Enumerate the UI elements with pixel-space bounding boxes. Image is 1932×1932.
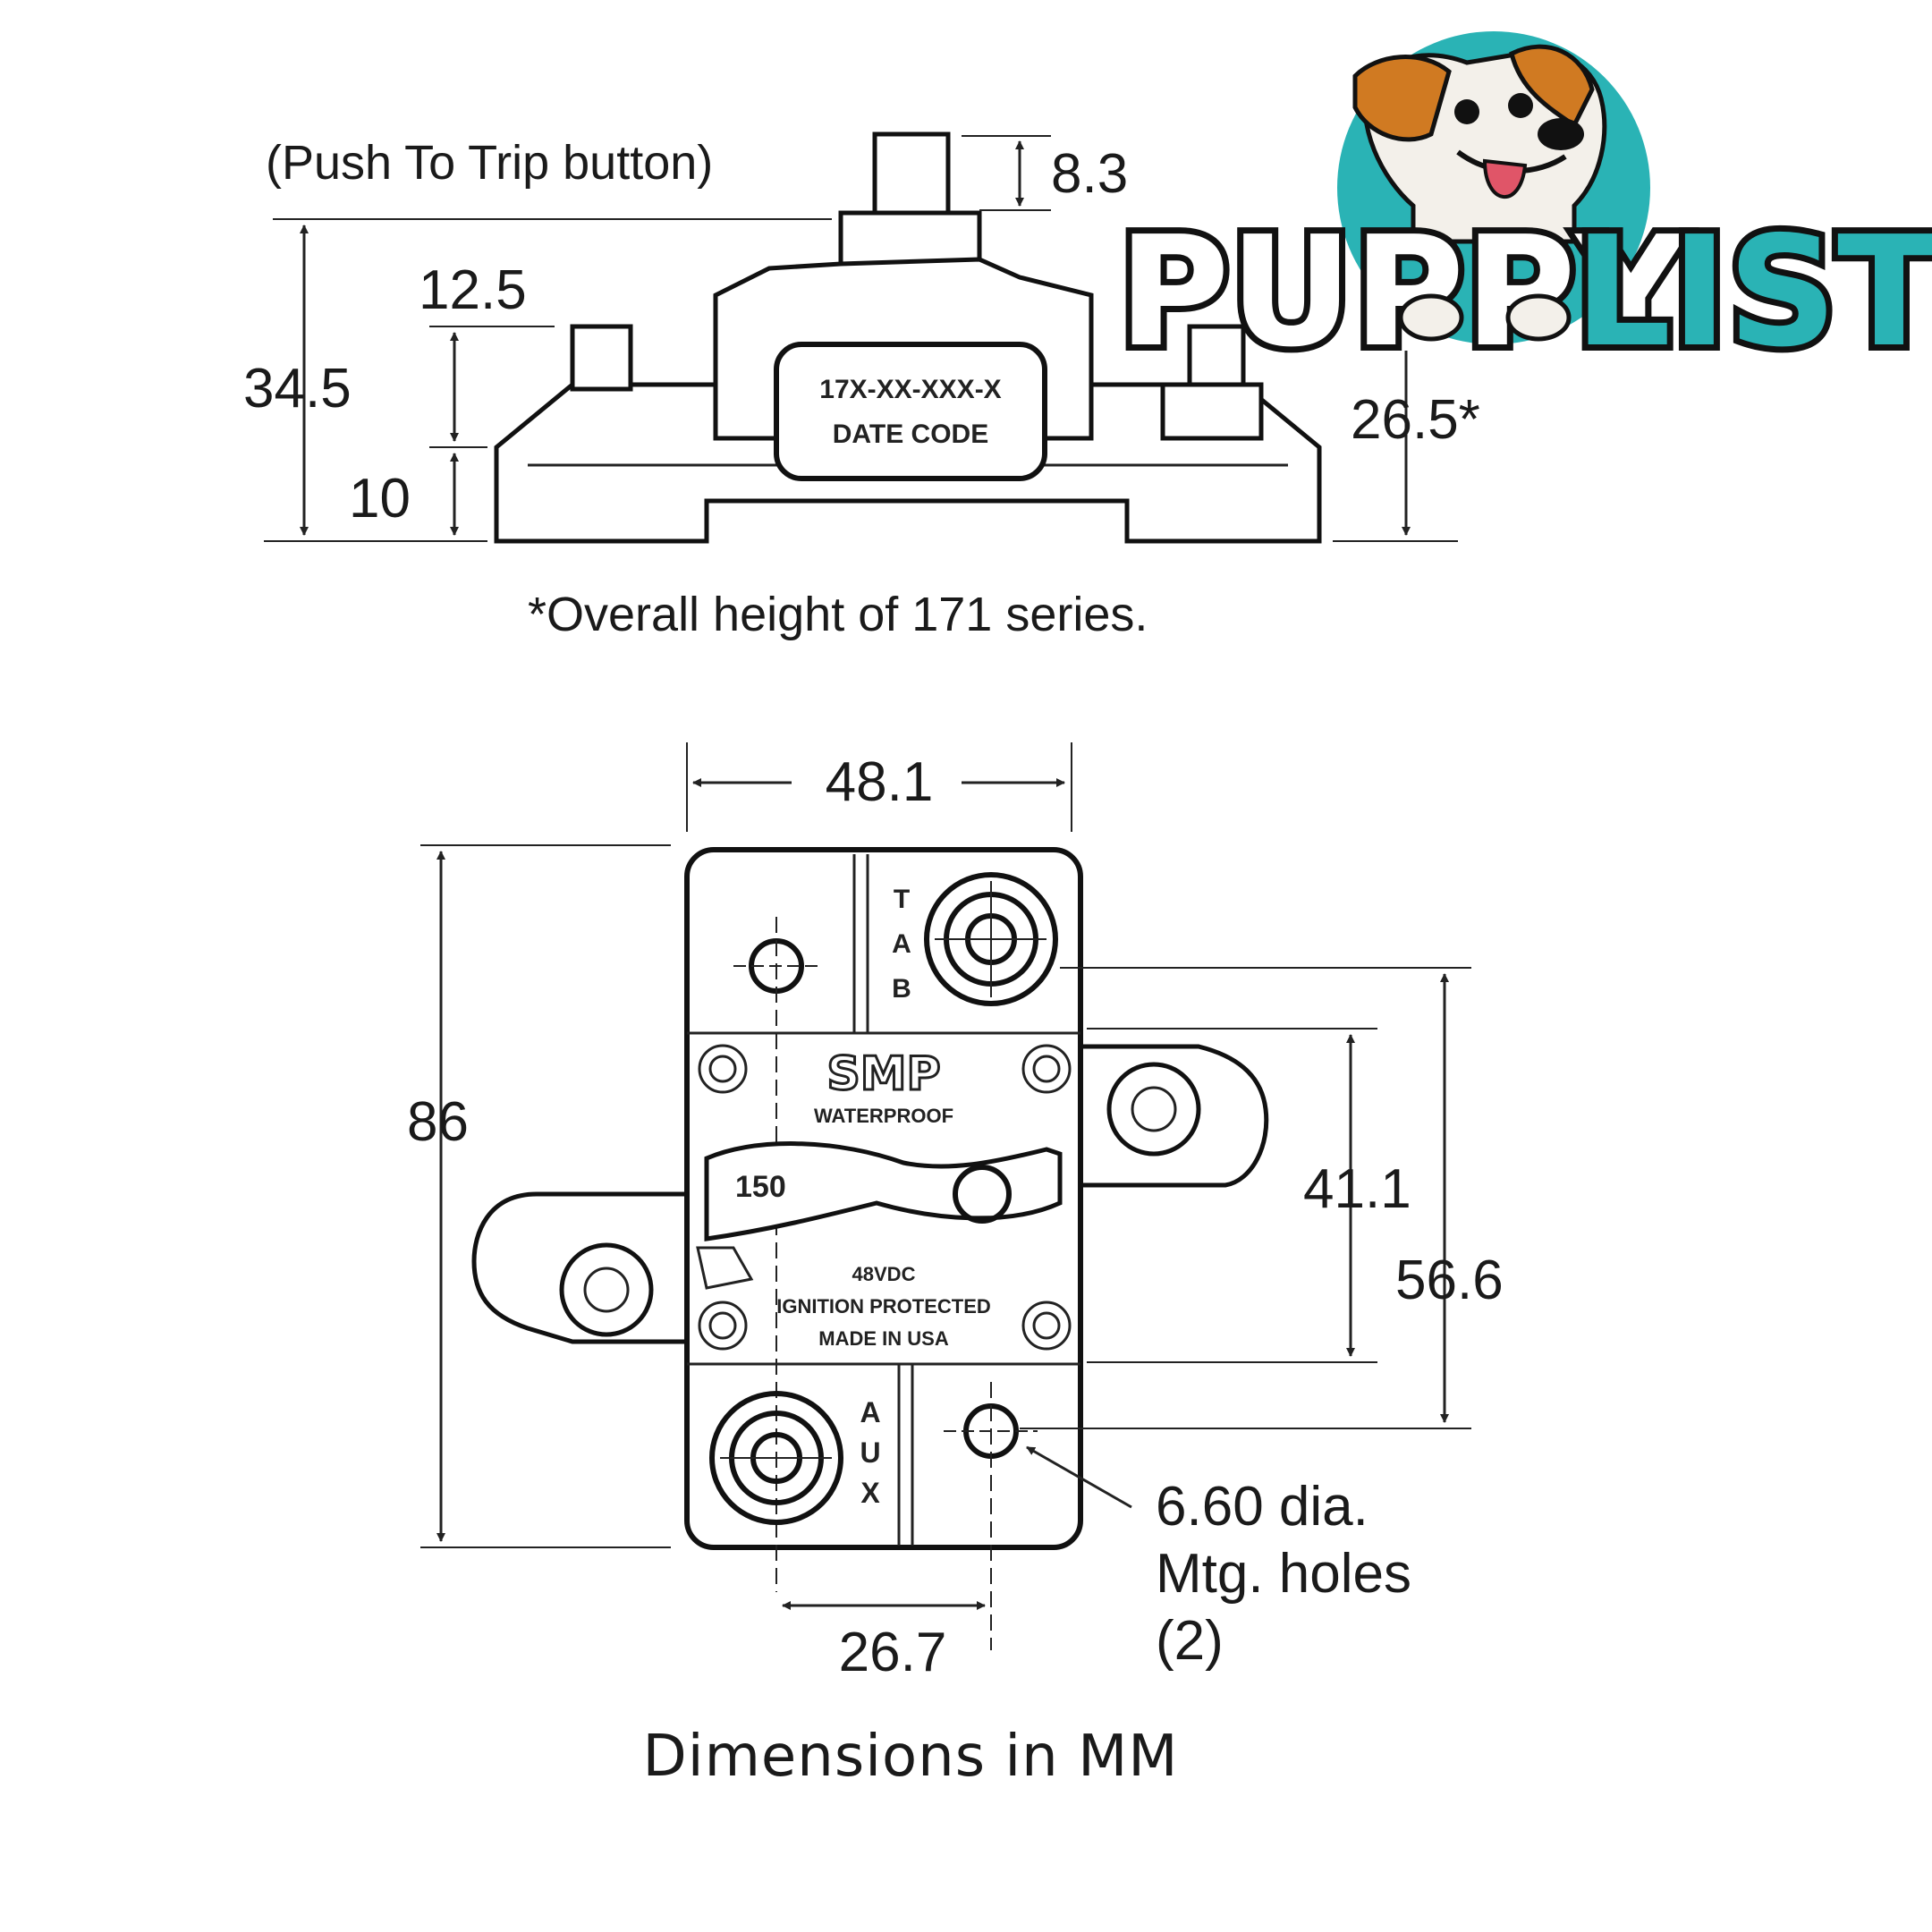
screw-top-left-inner: [708, 1055, 737, 1083]
lever-boss: [953, 1165, 1012, 1224]
right-tab-hole: [1131, 1086, 1177, 1132]
left-stud: [570, 324, 633, 392]
screw-top-right-inner: [1032, 1055, 1061, 1083]
left-tab-hole: [583, 1267, 630, 1313]
right-nut: [1160, 382, 1264, 441]
dim-overall-height: 34.5: [243, 358, 352, 419]
dim-button-height: 8.3: [1051, 143, 1128, 205]
bat-letter-3: B: [892, 974, 911, 1004]
hole-note-line3: (2): [1156, 1610, 1224, 1672]
side-view: (Push To Trip button) 17X-XX-XXX-X DATE …: [243, 131, 1480, 641]
footnote-171-series: *Overall height of 171 series.: [528, 588, 1148, 641]
right-tab-hole-boss: [1106, 1062, 1201, 1157]
screw-top-left: [698, 1044, 748, 1094]
bat-letter-2: A: [892, 929, 911, 959]
hole-note-line2: Mtg. holes: [1156, 1543, 1411, 1605]
aux-letter-x: X: [860, 1477, 880, 1509]
made-in-label: MADE IN USA: [818, 1327, 949, 1350]
screw-top-right: [1021, 1044, 1072, 1094]
logo-text-list: LIST: [1574, 204, 1932, 381]
label-plate: [774, 342, 1047, 481]
label-part-number: 17X-XX-XXX-X: [819, 375, 1001, 404]
bat-letter-1: T: [894, 885, 910, 914]
amp-rating: 150: [735, 1170, 786, 1204]
dim-body-width: 48.1: [826, 751, 934, 813]
aux-stud-outer: [709, 1391, 843, 1525]
push-to-trip-button: [872, 131, 951, 226]
screw-bottom-left-inner: [708, 1311, 737, 1340]
hole-note-line1: 6.60 dia.: [1156, 1476, 1368, 1538]
dim-171-height: 26.5*: [1351, 389, 1480, 451]
screw-bottom-right-inner: [1032, 1311, 1061, 1340]
waterproof-label: WATERPROOF: [814, 1105, 953, 1127]
dimensions-caption: Dimensions in MM: [643, 1724, 1179, 1790]
brand-logo: SMP: [826, 1047, 940, 1101]
aux-letter-u: U: [860, 1436, 880, 1469]
dog-mascot-icon: [1352, 44, 1607, 244]
dim-body-height: 86: [407, 1091, 469, 1153]
bat-stud-outer: [924, 872, 1058, 1006]
dim-stud-height: 12.5: [419, 259, 527, 321]
hole-note-leader: [1026, 1445, 1132, 1509]
lever-notch: [696, 1246, 754, 1290]
screw-bottom-left: [698, 1301, 748, 1351]
top-view: T A B SMP WATERPROOF 150 48VDC IGNITION …: [407, 742, 1504, 1683]
dog-paws-icon: [1398, 293, 1572, 342]
voltage-label: 48VDC: [852, 1263, 916, 1285]
dim-hole-vertical-spacing: 56.6: [1395, 1250, 1504, 1311]
left-tab-hole-boss: [559, 1242, 654, 1337]
ignition-label: IGNITION PROTECTED: [776, 1295, 991, 1318]
label-date-code: DATE CODE: [833, 419, 988, 449]
aux-letter-a: A: [860, 1396, 880, 1428]
screw-bottom-right: [1021, 1301, 1072, 1351]
dim-base-height: 10: [349, 468, 411, 530]
dim-hole-horizontal-spacing: 26.7: [839, 1622, 947, 1683]
push-to-trip-label: (Push To Trip button): [266, 136, 713, 190]
dim-tab-spacing: 41.1: [1303, 1158, 1411, 1220]
